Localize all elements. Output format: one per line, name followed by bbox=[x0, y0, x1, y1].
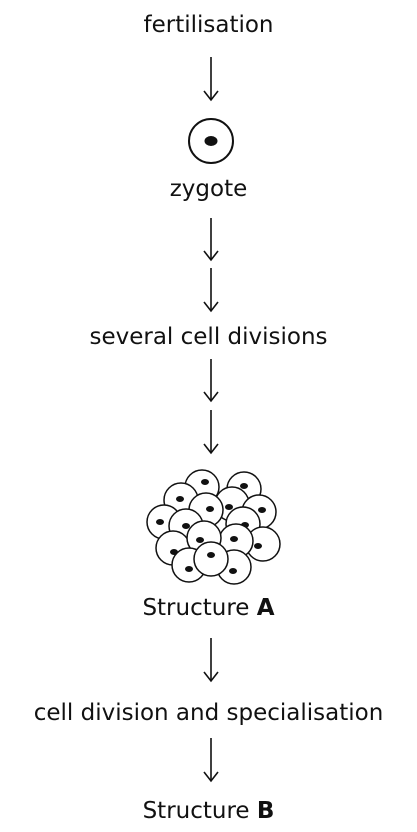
label-structure-a: Structure A bbox=[0, 597, 417, 620]
zygote-cell bbox=[188, 118, 234, 164]
cluster-cell bbox=[193, 541, 229, 577]
cluster-cell bbox=[218, 523, 254, 559]
label-cell-division-and-specialisation: cell division and specialisation bbox=[33, 700, 384, 726]
arrow-zygote-to-divisions-1 bbox=[203, 218, 219, 262]
label-several-cell-divisions: several cell divisions bbox=[89, 324, 328, 350]
structure-b-prefix: Structure bbox=[142, 798, 250, 824]
arrow-divisions-to-structure-a-1 bbox=[203, 359, 219, 403]
structure-a-letter: A bbox=[256, 595, 275, 621]
zygote-nucleus bbox=[204, 136, 218, 146]
arrow-fertilisation-to-zygote bbox=[203, 57, 219, 102]
label-fertilisation: fertilisation bbox=[143, 12, 274, 38]
arrow-structure-a-to-specialisation bbox=[203, 638, 219, 683]
label-zygote: zygote bbox=[169, 176, 248, 202]
structure-b-letter: B bbox=[256, 798, 275, 824]
arrow-specialisation-to-structure-b bbox=[203, 738, 219, 783]
structure-a-prefix: Structure bbox=[142, 595, 250, 621]
arrow-divisions-to-structure-a-2 bbox=[203, 410, 219, 455]
structure-a-cell-cluster bbox=[146, 469, 281, 585]
label-structure-b: Structure B bbox=[0, 800, 417, 823]
arrow-zygote-to-divisions-2 bbox=[203, 268, 219, 313]
